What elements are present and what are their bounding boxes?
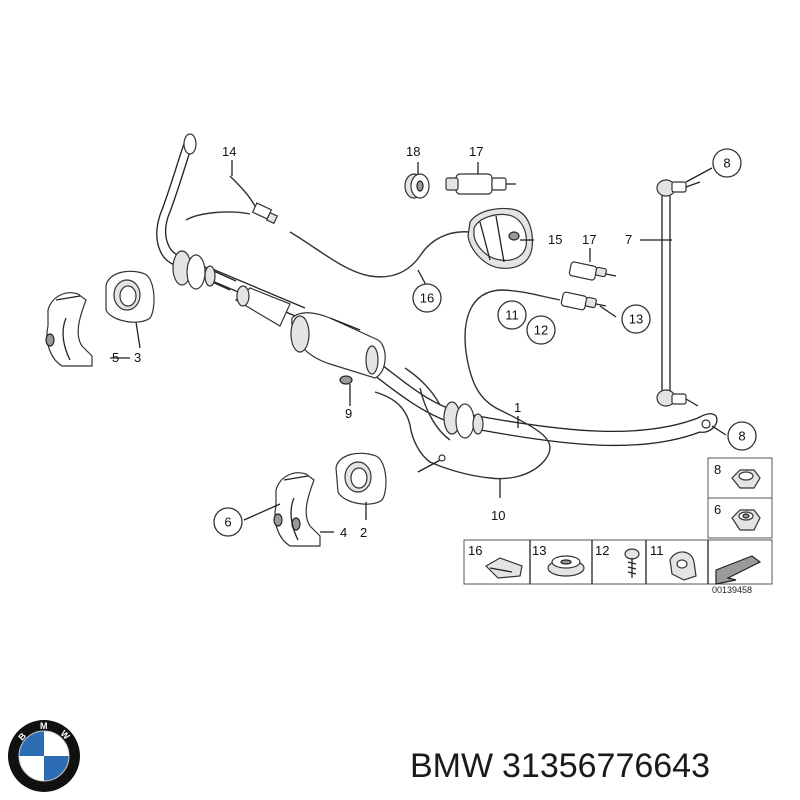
callout-9: 9 [345, 406, 352, 421]
rubber-sleeve [234, 285, 386, 379]
bar-bushing-left [172, 250, 216, 290]
legend-item-13: 13 [532, 543, 546, 558]
grommet-18 [404, 173, 430, 199]
callout-7: 7 [625, 232, 632, 247]
callout-4: 4 [340, 525, 347, 540]
legend-box-nuts: 8 6 [707, 457, 773, 539]
clamp-ring-9 [339, 375, 353, 400]
brand-name: BMW [410, 747, 493, 785]
logo-letter-m: M [40, 721, 48, 731]
legend-item-16: 16 [468, 543, 482, 558]
bar-bushing-right [443, 401, 484, 439]
plug-13 [560, 291, 607, 311]
callout-12: 12 [534, 323, 548, 338]
legend-box-small-parts: 16 13 12 11 [463, 539, 773, 585]
rubber-mount-3 [105, 270, 155, 323]
callout-8-bottom: 8 [738, 429, 745, 444]
bracket-4 [273, 472, 321, 547]
legend-label-8: 8 [714, 462, 721, 477]
callout-5: 5 [112, 350, 119, 365]
rubber-mount-2 [335, 452, 387, 505]
callout-11: 11 [505, 308, 519, 323]
wiring-harness [185, 175, 561, 480]
stabilizer-link-7 [656, 179, 701, 407]
sensor-module-15 [467, 207, 533, 269]
callout-16: 16 [420, 291, 434, 306]
callout-18: 18 [406, 144, 420, 159]
callout-3: 3 [134, 350, 141, 365]
plug-17-mid [568, 261, 617, 281]
legend-label-6: 6 [714, 502, 721, 517]
callout-17-mid: 17 [582, 232, 596, 247]
callout-10: 10 [491, 508, 505, 523]
diagram-code: 00139458 [712, 585, 752, 595]
plug-17-top [445, 173, 516, 195]
callout-2: 2 [360, 525, 367, 540]
bmw-logo: B M W [8, 720, 80, 792]
legend-item-11: 11 [650, 543, 664, 558]
callout-6: 6 [224, 515, 231, 530]
callout-17-top: 17 [469, 144, 483, 159]
callout-8-top: 8 [723, 156, 730, 171]
circled-callouts: 8 8 16 11 12 13 6 [213, 148, 757, 537]
leader-lines [110, 160, 727, 533]
callout-15: 15 [548, 232, 562, 247]
callout-14: 14 [222, 144, 236, 159]
legend-item-12: 12 [595, 543, 609, 558]
callout-13: 13 [629, 312, 643, 327]
callout-labels: 14 18 17 17 15 7 5 3 9 1 10 4 2 [112, 144, 632, 540]
bracket-5 [45, 292, 93, 367]
callout-1: 1 [514, 400, 521, 415]
part-number: 31356776643 [502, 747, 710, 785]
